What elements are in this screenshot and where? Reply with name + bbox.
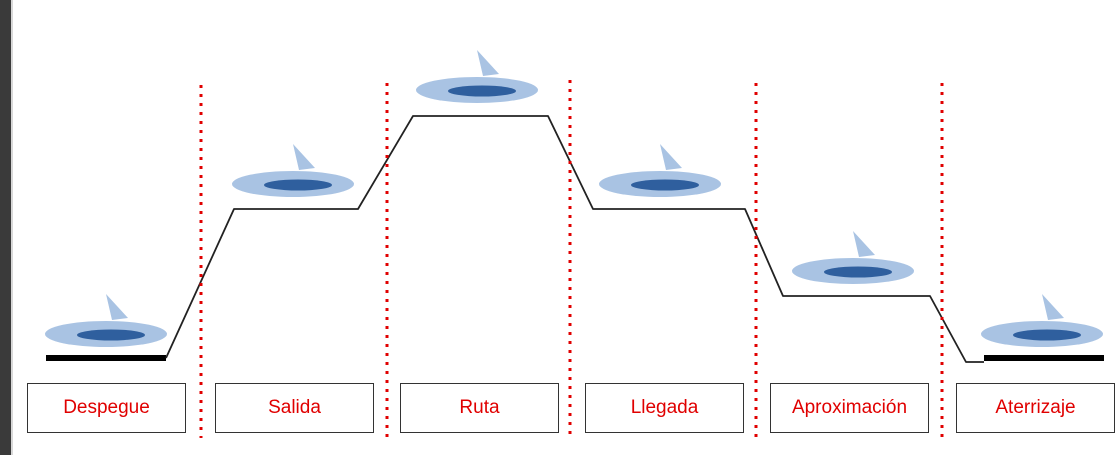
airplane-icon: [232, 144, 354, 197]
phase-box-aproximacion: Aproximación: [770, 383, 929, 433]
phase-box-ruta: Ruta: [400, 383, 559, 433]
airplane-icon: [599, 144, 721, 197]
phase-label: Aterrizaje: [995, 397, 1076, 418]
phase-box-llegada: Llegada: [585, 383, 744, 433]
window-edge-highlight: [11, 0, 13, 455]
airplane-icon: [981, 294, 1103, 347]
phase-label: Aproximación: [791, 397, 908, 418]
phase-label: Llegada: [630, 397, 699, 418]
phase-box-aterrizaje: Aterrizaje: [956, 383, 1115, 433]
airplane-icon: [45, 294, 167, 347]
phase-label: Despegue: [63, 397, 150, 418]
phase-label: Salida: [268, 397, 321, 418]
phase-box-despegue: Despegue: [27, 383, 186, 433]
window-edge: [0, 0, 11, 455]
airplane-icon: [792, 231, 914, 284]
phase-box-salida: Salida: [215, 383, 374, 433]
airplane-icon: [416, 50, 538, 103]
flight-profile-line: [165, 115, 984, 363]
phase-label: Ruta: [459, 397, 500, 418]
